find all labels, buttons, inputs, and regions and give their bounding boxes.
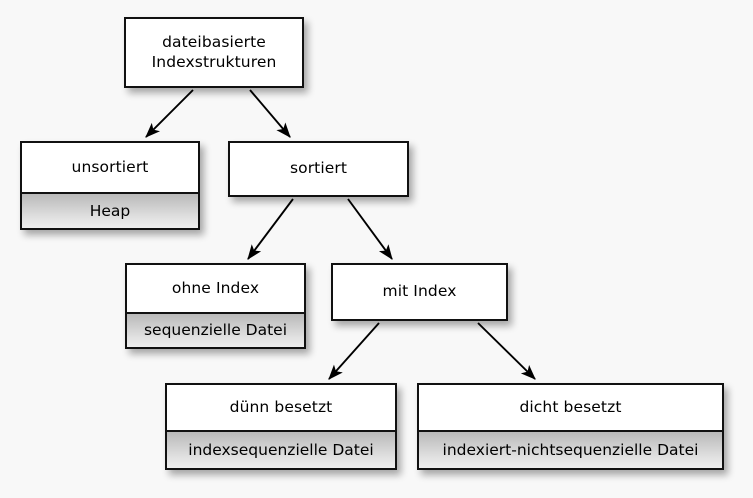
node-duenn-besetzt[interactable]: dünn besetzt indexsequenzielle Datei xyxy=(165,383,397,470)
node-subtitle: Heap xyxy=(22,192,198,228)
node-subtitle: indexiert-nichtsequenzielle Datei xyxy=(419,430,722,468)
node-title: ohne Index xyxy=(127,265,304,312)
node-unsortiert[interactable]: unsortiert Heap xyxy=(20,141,200,230)
edge-arrow xyxy=(328,322,380,380)
node-sortiert[interactable]: sortiert xyxy=(228,141,409,197)
edge-arrow xyxy=(477,322,536,380)
node-mit-index[interactable]: mit Index xyxy=(331,263,508,321)
node-title: dicht besetzt xyxy=(419,385,722,430)
node-title: dünn besetzt xyxy=(167,385,395,430)
node-subtitle: sequenzielle Datei xyxy=(127,312,304,347)
node-title: sortiert xyxy=(230,143,407,195)
node-title: dateibasierte Indexstrukturen xyxy=(126,19,302,86)
edge-arrow xyxy=(249,89,291,138)
node-dateibasierte-indexstrukturen[interactable]: dateibasierte Indexstrukturen xyxy=(124,17,304,88)
node-title: mit Index xyxy=(333,265,506,319)
edge-arrow xyxy=(247,198,294,260)
node-ohne-index[interactable]: ohne Index sequenzielle Datei xyxy=(125,263,306,349)
node-subtitle: indexsequenzielle Datei xyxy=(167,430,395,468)
edge-arrow xyxy=(145,89,194,138)
node-dicht-besetzt[interactable]: dicht besetzt indexiert-nichtsequenziell… xyxy=(417,383,724,470)
edge-arrow xyxy=(347,198,393,260)
node-title: unsortiert xyxy=(22,143,198,192)
